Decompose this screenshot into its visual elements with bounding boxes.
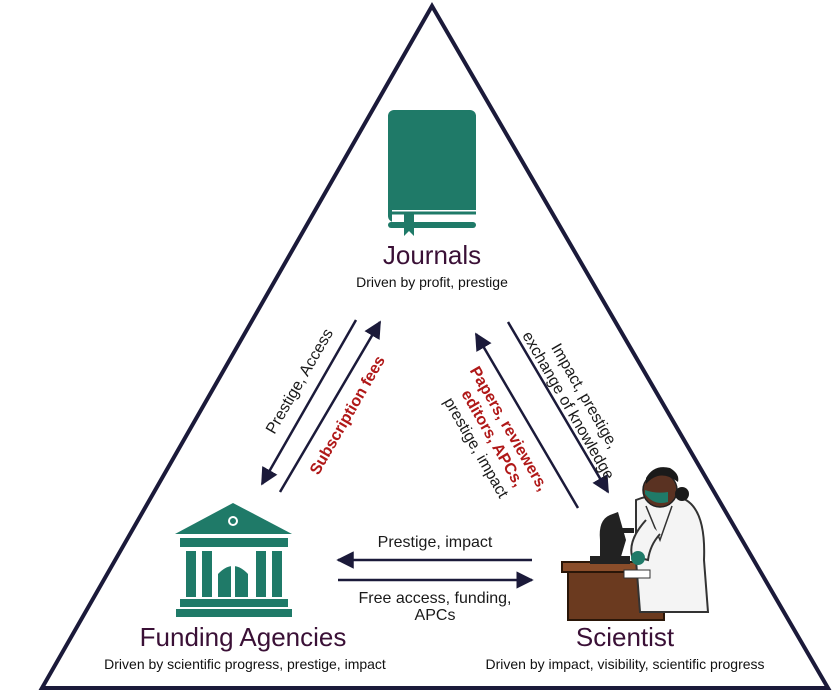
book-icon [388,110,476,236]
arrow-journals-to-funding [260,319,358,486]
funding-agencies-subtitle: Driven by scientific progress, prestige,… [104,656,386,672]
journals-subtitle: Driven by profit, prestige [356,274,508,290]
scientist-microscope-icon [561,467,710,621]
label-funding-to-scientist-line2: APCs [414,607,456,624]
label-funding-to-scientist-line1: Free access, funding, [358,590,512,607]
bank-building-icon [175,503,292,617]
label-funding-to-scientist: Free access, funding, APCs [330,590,540,624]
outer-triangle [38,1,832,690]
scientist-title: Scientist [575,622,675,652]
funding-agencies-title: Funding Agencies [139,622,347,652]
scientist-subtitle: Driven by impact, visibility, scientific… [485,656,765,672]
arrow-scientist-to-journals [474,332,580,509]
arrow-funding-to-journals [278,320,382,493]
journals-title: Journals [382,240,482,270]
arrow-journals-to-scientist [506,321,610,494]
label-scientist-to-funding: Prestige, impact [377,534,493,551]
